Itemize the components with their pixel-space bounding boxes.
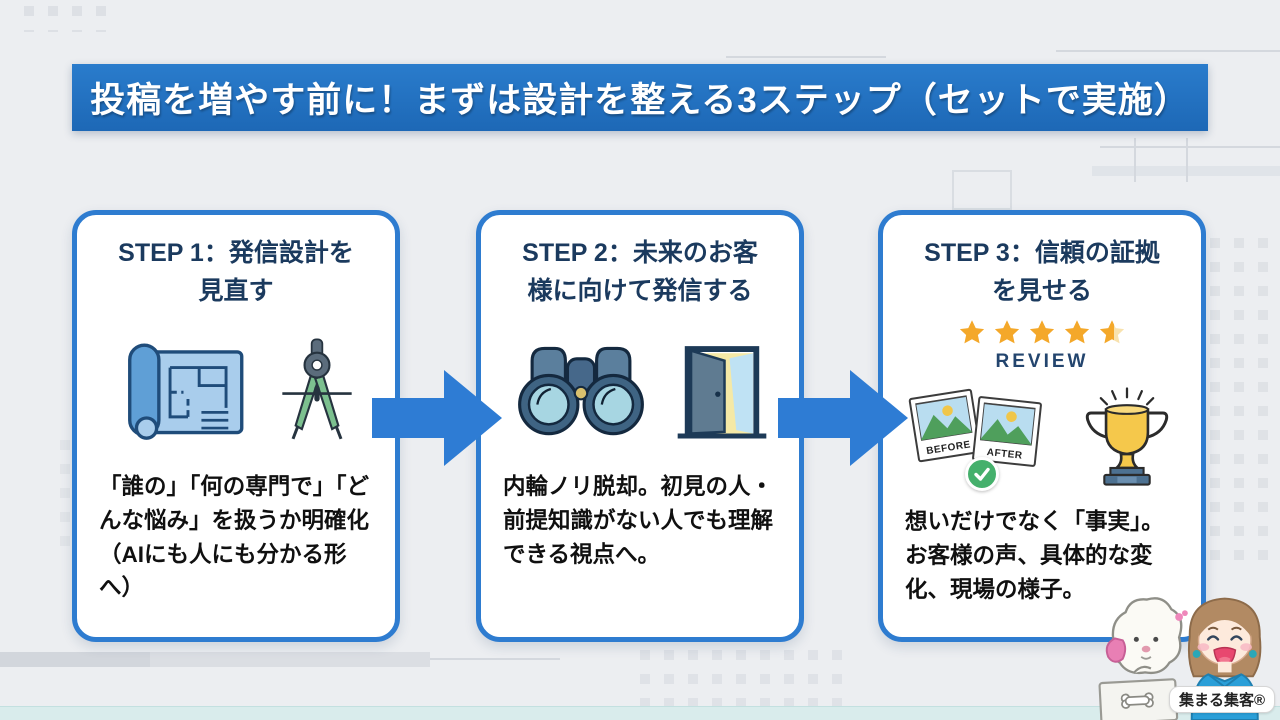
background-decoration [726, 56, 886, 58]
before-photo: BEFORE [908, 388, 982, 463]
page-title: 投稿を増やす前に！まずは設計を整える3ステップ（セットで実施） [90, 81, 1190, 120]
brand-badge: 集まる集客® [1168, 686, 1275, 713]
step2-icon-row [503, 326, 777, 454]
open-door-icon [677, 346, 767, 439]
before-after-photos-icon: BEFORE AFTER [908, 383, 1059, 491]
landscape-photo-icon [978, 402, 1037, 447]
trophy-icon [1085, 387, 1169, 486]
step3-card: STEP 3：信頼の証拠 を見せる REVIEW BEFORE [878, 210, 1206, 642]
review-label: REVIEW [995, 351, 1089, 372]
star-icon [959, 320, 985, 344]
step1-icon-row [99, 326, 373, 454]
star-icon [1029, 320, 1055, 344]
step2-title: STEP 2：未来のお客 様に向けて発信する [522, 239, 758, 305]
background-decoration [1100, 146, 1280, 148]
landscape-photo-icon [914, 394, 974, 442]
star-half-icon [1099, 320, 1125, 344]
background-decoration [24, 6, 114, 32]
drafting-compass-icon [281, 338, 352, 440]
background-decoration [0, 652, 150, 667]
step1-description: 「誰の」「何の専門で」「どんな悩み」を扱うか明確化（AIにも人にも分かる形へ） [99, 474, 370, 601]
background-decoration [1210, 238, 1280, 568]
mascot-illustration [1098, 597, 1262, 720]
background-decoration [1134, 138, 1136, 182]
background-decoration [952, 170, 1012, 210]
star-icon [994, 320, 1020, 344]
background-decoration [0, 652, 430, 667]
arrow-right-icon [778, 370, 908, 466]
step3-description: 想いだけでなく「事実」。お客様の声、具体的な変化、現場の様子。 [905, 509, 1164, 602]
step3-title: STEP 3：信頼の証拠 を見せる [924, 239, 1160, 305]
background-decoration [430, 658, 560, 660]
star-rating-icon [905, 318, 1179, 348]
star-icon [1064, 320, 1090, 344]
woman-mascot-icon [1187, 597, 1262, 720]
background-decoration [640, 650, 850, 706]
background-decoration [1092, 166, 1280, 176]
laptop-icon [1098, 678, 1179, 720]
background-decoration [1056, 50, 1280, 52]
blueprint-icon [127, 343, 243, 440]
header-banner: 投稿を増やす前に！まずは設計を整える3ステップ（セットで実施） [72, 64, 1208, 131]
before-label: BEFORE [925, 439, 972, 458]
step2-description: 内輪ノリ脱却。初見の人・前提知識がない人でも理解できる視点へ。 [503, 474, 774, 567]
step3-icon-row: BEFORE AFTER [905, 381, 1179, 493]
step2-card: STEP 2：未来のお客 様に向けて発信する [476, 210, 804, 642]
dog-mascot-icon [1105, 597, 1188, 675]
background-decoration [1186, 138, 1188, 182]
binoculars-icon [518, 346, 644, 436]
after-photo: AFTER [971, 395, 1043, 468]
arrow-right-icon [372, 370, 502, 466]
step1-title: STEP 1：発信設計を 見直す [118, 239, 354, 305]
check-icon [965, 457, 999, 491]
step1-card: STEP 1：発信設計を 見直す [72, 210, 400, 642]
